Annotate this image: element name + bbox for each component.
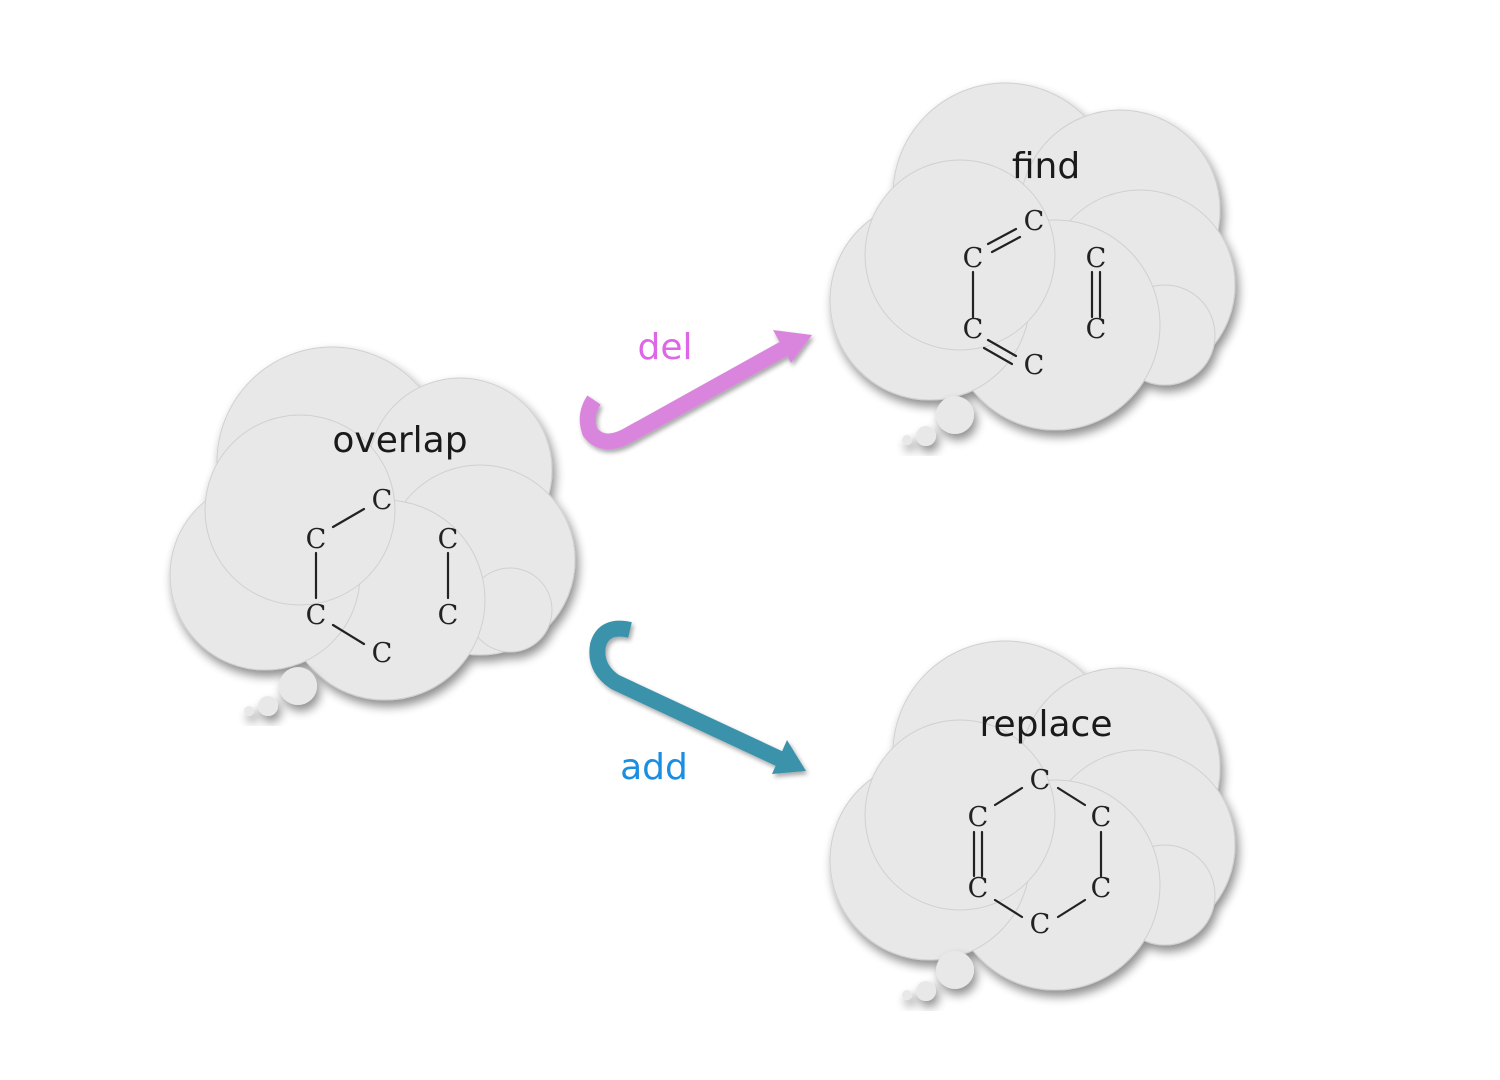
bond [1056,898,1087,919]
replace-cloud [829,640,1236,991]
atom: C [1024,350,1045,381]
overlap-molecule: C C C C C C [306,485,459,669]
del-arrow-shaft [579,340,791,450]
add-label: add [620,747,688,788]
atom: C [1086,314,1107,345]
atom: C [963,314,984,345]
bond [331,623,366,646]
bond [1056,786,1087,807]
replace-molecule: C C C C C C [968,765,1112,940]
find-molecule: C C C C C C [963,206,1107,381]
bond [986,338,1018,358]
find-thought-bubbles [902,396,974,446]
bond [986,227,1018,246]
replace-thought-bubbles [902,951,974,1001]
atom: C [372,638,393,669]
atom: C [968,873,989,904]
overlap-thought-bubbles [244,667,317,716]
atom: C [1024,206,1045,237]
atom: C [372,485,393,516]
del-label: del [637,327,692,368]
add-arrow [589,620,806,774]
atom: C [438,524,459,555]
atom: C [306,524,327,555]
overlap-title: overlap [332,420,467,461]
atom: C [1030,765,1051,796]
del-arrow-head [773,330,812,363]
atom: C [306,600,327,631]
atom: C [1091,802,1112,833]
del-arrow [579,330,812,450]
bond [331,507,366,529]
atom: C [968,802,989,833]
find-cloud [829,82,1236,431]
atom: C [1086,243,1107,274]
atom: C [1091,873,1112,904]
atom: C [1030,909,1051,940]
find-title: find [1012,146,1080,187]
atom: C [963,243,984,274]
atom: C [438,600,459,631]
bond [982,346,1014,366]
bond [993,898,1024,919]
replace-title: replace [979,704,1112,745]
add-arrow-shaft [589,620,784,767]
bond [990,235,1022,254]
overlap-cloud [169,346,576,701]
bond [993,786,1024,807]
add-arrow-head [772,740,806,774]
